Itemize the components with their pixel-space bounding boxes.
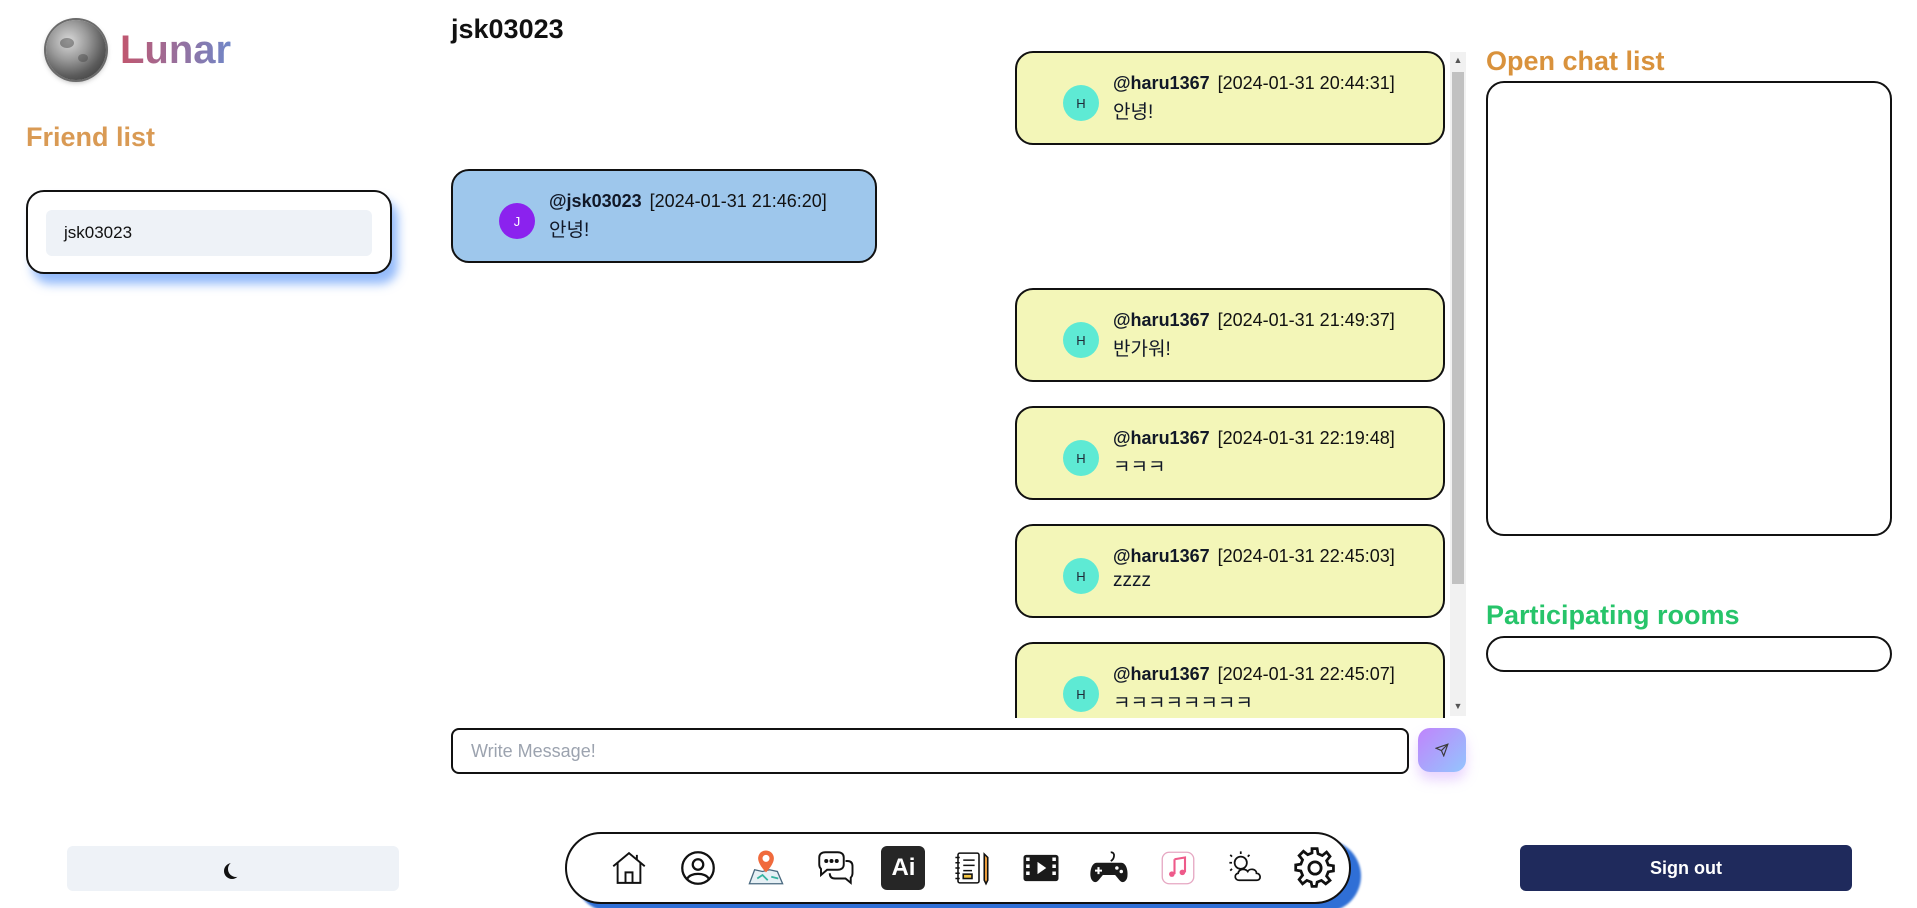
avatar: H [1063,440,1099,476]
message-list[interactable]: H @haru1367 [2024-01-31 20:44:31] 안녕! J @… [451,50,1467,718]
message-bubble: H @haru1367 [2024-01-31 22:19:48] ㅋㅋㅋ [1015,406,1445,500]
message-bubble: H @haru1367 [2024-01-31 20:44:31] 안녕! [1015,51,1445,145]
scroll-up-arrow-icon[interactable]: ▲ [1453,55,1463,65]
message-bubble: J @jsk03023 [2024-01-31 21:46:20] 안녕! [451,169,877,263]
app-logo[interactable]: Lunar [46,20,231,80]
message-text: ㅋㅋㅋㅋㅋㅋㅋㅋ [1113,693,1253,714]
message-username: @haru1367 [1113,310,1210,330]
message-username: @haru1367 [1113,546,1210,566]
map-icon[interactable] [732,840,801,896]
message-username: @haru1367 [1113,73,1210,93]
send-button[interactable] [1418,728,1466,772]
music-icon[interactable] [1143,840,1212,896]
game-icon[interactable] [1075,840,1144,896]
message-username: @jsk03023 [549,191,642,211]
message-text: 반가워! [1113,339,1171,360]
theme-toggle-button[interactable] [67,846,399,891]
message-username: @haru1367 [1113,664,1210,684]
moon-icon [228,861,244,877]
message-input[interactable] [451,728,1409,774]
movie-icon[interactable] [1006,840,1075,896]
message-bubble: H @haru1367 [2024-01-31 22:45:03] zzzz [1015,524,1445,618]
participating-rooms-title: Participating rooms [1486,600,1740,630]
profile-icon[interactable] [664,840,733,896]
avatar: J [499,203,535,239]
message-text: ㅋㅋㅋ [1113,457,1166,478]
chat-icon[interactable] [801,840,870,896]
message-bubble: H @haru1367 [2024-01-31 21:49:37] 반가워! [1015,288,1445,382]
participating-rooms-list [1486,636,1892,672]
ai-icon[interactable]: Ai [869,840,938,896]
avatar: H [1063,676,1099,712]
message-text: 안녕! [1113,102,1154,123]
message-text: 안녕! [549,220,590,241]
friend-list-title: Friend list [26,122,156,152]
message-timestamp: [2024-01-31 22:19:48] [1217,428,1395,448]
open-chat-list [1486,81,1892,536]
message-username: @haru1367 [1113,428,1210,448]
moon-logo-icon [46,20,106,80]
sign-out-button[interactable]: Sign out [1520,845,1852,891]
scroll-down-arrow-icon[interactable]: ▼ [1453,701,1463,711]
avatar: H [1063,322,1099,358]
message-bubble: H @haru1367 [2024-01-31 22:45:07] ㅋㅋㅋㅋㅋㅋㅋ… [1015,642,1445,718]
message-text: zzzz [1113,570,1151,591]
open-chat-list-title: Open chat list [1486,46,1665,76]
weather-icon[interactable] [1212,840,1281,896]
message-timestamp: [2024-01-31 21:49:37] [1217,310,1395,330]
chat-title: jsk03023 [451,14,564,44]
friend-item[interactable]: jsk03023 [46,210,372,256]
message-timestamp: [2024-01-31 22:45:07] [1217,664,1395,684]
message-timestamp: [2024-01-31 22:45:03] [1217,546,1395,566]
bottom-dock: Ai [565,832,1351,904]
chat-scrollbar-thumb[interactable] [1452,72,1464,584]
home-icon[interactable] [595,840,664,896]
avatar: H [1063,85,1099,121]
paper-plane-icon [1435,743,1449,757]
avatar: H [1063,558,1099,594]
message-timestamp: [2024-01-31 20:44:31] [1217,73,1395,93]
app-name: Lunar [120,27,232,72]
settings-icon[interactable] [1280,840,1349,896]
notebook-icon[interactable] [938,840,1007,896]
ai-label: Ai [881,846,926,890]
friend-list: jsk03023 [26,190,392,274]
message-timestamp: [2024-01-31 21:46:20] [649,191,827,211]
